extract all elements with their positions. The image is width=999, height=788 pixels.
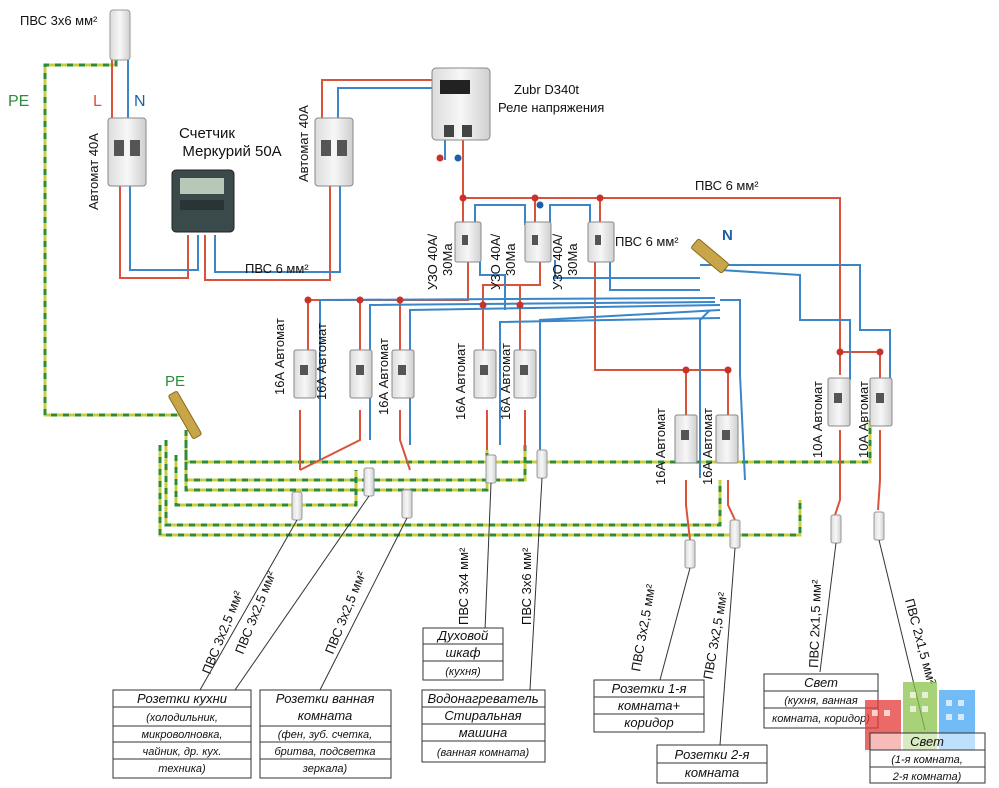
- svg-text:16А Автомат: 16А Автомат: [498, 343, 513, 420]
- svg-text:микроволновка,: микроволновка,: [142, 729, 223, 741]
- svg-text:Розетки ванная: Розетки ванная: [276, 691, 375, 706]
- box-heater: Водонагреватель Стиральная машина (ванна…: [421, 689, 546, 763]
- svg-text:2-я комната): 2-я комната): [892, 771, 962, 783]
- breaker-9: 10А Автомат: [856, 377, 893, 458]
- svg-text:10А Автомат: 10А Автомат: [810, 381, 825, 458]
- breaker-40a-2: Автомат 40А: [296, 105, 354, 187]
- svg-text:бритва, подсветка: бритва, подсветка: [274, 746, 375, 758]
- svg-text:комната: комната: [298, 708, 353, 723]
- svg-text:10А Автомат: 10А Автомат: [856, 381, 871, 458]
- svg-text:комната: комната: [685, 765, 740, 780]
- breaker-2: 16А Автомат: [314, 323, 373, 400]
- svg-text:30Ма: 30Ма: [440, 243, 455, 276]
- breaker-6: 16А Автомат: [653, 408, 698, 485]
- cable-mid-label: ПВС 6 мм²: [615, 234, 679, 249]
- svg-text:УЗО 40А/: УЗО 40А/: [488, 233, 503, 290]
- svg-text:16А Автомат: 16А Автомат: [653, 408, 668, 485]
- neutral-bus: N: [691, 227, 733, 274]
- voltage-relay: Zubr D340t Реле напряжения: [431, 67, 604, 141]
- breakers: 16А Автомат 16А Автомат 16А Автомат 16А …: [272, 318, 893, 485]
- box-room1: Розетки 1-я комната+ коридор: [593, 679, 705, 733]
- svg-text:16А Автомат: 16А Автомат: [272, 318, 287, 395]
- svg-text:Свет: Свет: [804, 675, 838, 690]
- cable-top-label: ПВС 6 мм²: [695, 178, 759, 193]
- main-breaker: Автомат 40А: [86, 117, 147, 210]
- breaker-8: 10А Автомат: [810, 377, 851, 458]
- cable-ends: [291, 449, 885, 569]
- svg-text:Свет: Свет: [910, 734, 944, 749]
- cable-meter-label: ПВС 6 мм²: [245, 261, 309, 276]
- pe-wires: [43, 60, 872, 537]
- svg-text:УЗО 40А/: УЗО 40А/: [425, 233, 440, 290]
- svg-text:ПВС 2х1,5 мм²: ПВС 2х1,5 мм²: [806, 579, 824, 668]
- svg-text:N: N: [722, 227, 733, 244]
- svg-text:Автомат 40А: Автомат 40А: [296, 105, 311, 182]
- svg-text:Zubr D340t: Zubr D340t: [514, 82, 579, 97]
- box-room2: Розетки 2-я комната: [656, 744, 768, 784]
- cable-labels: ПВС 3х2,5 мм² ПВС 3х2,5 мм² ПВС 3х2,5 мм…: [199, 547, 940, 687]
- svg-text:Реле напряжения: Реле напряжения: [498, 100, 604, 115]
- breaker-4: 16А Автомат: [453, 343, 497, 420]
- svg-text:ПВС 3х6 мм²: ПВС 3х6 мм²: [20, 13, 98, 28]
- svg-text:30Ма: 30Ма: [503, 243, 518, 276]
- svg-text:Счетчик: Счетчик: [179, 125, 235, 142]
- neutral-label: N: [134, 93, 146, 110]
- box-oven: Духовой шкаф (кухня): [422, 627, 504, 681]
- phase-label: L: [93, 93, 102, 110]
- box-bath: Розетки ванная комната (фен, зуб. счетка…: [259, 689, 392, 779]
- svg-text:ПВС 3х2,5 мм²: ПВС 3х2,5 мм²: [322, 568, 369, 656]
- rcd-3: УЗО 40А/ 30Ма: [550, 221, 615, 290]
- box-kitchen: Розетки кухни (холодильник, микроволновк…: [112, 689, 252, 779]
- svg-text:Водонагреватель: Водонагреватель: [427, 691, 538, 706]
- svg-text:ПВС 3х4 мм²: ПВС 3х4 мм²: [456, 547, 471, 625]
- svg-text:Стиральная: Стиральная: [444, 708, 521, 723]
- pe-label: PE: [8, 93, 29, 110]
- svg-text:(ванная комната): (ванная комната): [437, 747, 530, 759]
- svg-text:Меркурий 50А: Меркурий 50А: [182, 143, 281, 160]
- svg-text:(кухня, ванная: (кухня, ванная: [784, 695, 858, 707]
- main-breaker-label: Автомат 40А: [86, 133, 101, 210]
- neutral-wires: [127, 60, 891, 481]
- energy-meter: Счетчик Меркурий 50А: [171, 125, 282, 233]
- input-cable: ПВС 3х6 мм²: [20, 9, 131, 61]
- svg-text:30Ма: 30Ма: [565, 243, 580, 276]
- svg-text:ПВС 3х2,5 мм²: ПВС 3х2,5 мм²: [628, 582, 658, 672]
- svg-text:16А Автомат: 16А Автомат: [376, 338, 391, 415]
- svg-text:зеркала): зеркала): [302, 763, 348, 775]
- breaker-1: 16А Автомат: [272, 318, 317, 399]
- svg-text:Розетки 2-я: Розетки 2-я: [675, 747, 750, 762]
- junction-nodes: [304, 154, 884, 374]
- svg-text:шкаф: шкаф: [445, 645, 480, 660]
- rcd-2: УЗО 40А/ 30Ма: [488, 221, 552, 290]
- svg-text:(холодильник,: (холодильник,: [146, 712, 218, 724]
- svg-text:Розетки 1-я: Розетки 1-я: [612, 681, 687, 696]
- svg-text:(фен, зуб. счетка,: (фен, зуб. счетка,: [278, 729, 372, 741]
- breaker-3: 16А Автомат: [376, 338, 415, 415]
- svg-text:чайник, др. кух.: чайник, др. кух.: [143, 746, 222, 758]
- svg-text:16А Автомат: 16А Автомат: [700, 408, 715, 485]
- svg-text:комната+: комната+: [618, 698, 681, 713]
- box-light1: Свет (кухня, ванная комната, коридор): [763, 673, 879, 729]
- svg-text:коридор: коридор: [624, 715, 673, 730]
- breaker-5: 16А Автомат: [498, 343, 537, 420]
- rcd-1: УЗО 40А/ 30Ма: [425, 221, 482, 290]
- svg-text:16А Автомат: 16А Автомат: [314, 323, 329, 400]
- svg-text:Розетки кухни: Розетки кухни: [137, 691, 227, 706]
- svg-text:техника): техника): [158, 763, 206, 775]
- svg-text:(1-я комната,: (1-я комната,: [891, 754, 963, 766]
- svg-text:(кухня): (кухня): [445, 666, 481, 678]
- pe-bus: PE: [165, 373, 202, 439]
- svg-text:16А Автомат: 16А Автомат: [453, 343, 468, 420]
- box-light2: Свет (1-я комната, 2-я комната): [869, 732, 986, 784]
- svg-text:PE: PE: [165, 373, 185, 390]
- svg-text:комната, коридор): комната, коридор): [772, 713, 870, 725]
- breaker-7: 16А Автомат: [700, 408, 739, 485]
- svg-text:ПВС 3х6 мм²: ПВС 3х6 мм²: [519, 547, 534, 625]
- svg-text:УЗО 40А/: УЗО 40А/: [550, 233, 565, 290]
- svg-text:Духовой: Духовой: [436, 628, 488, 643]
- svg-text:ПВС 3х2,5 мм²: ПВС 3х2,5 мм²: [232, 568, 279, 656]
- svg-text:машина: машина: [459, 725, 508, 740]
- svg-text:ПВС 2х1,5 мм²: ПВС 2х1,5 мм²: [902, 597, 939, 687]
